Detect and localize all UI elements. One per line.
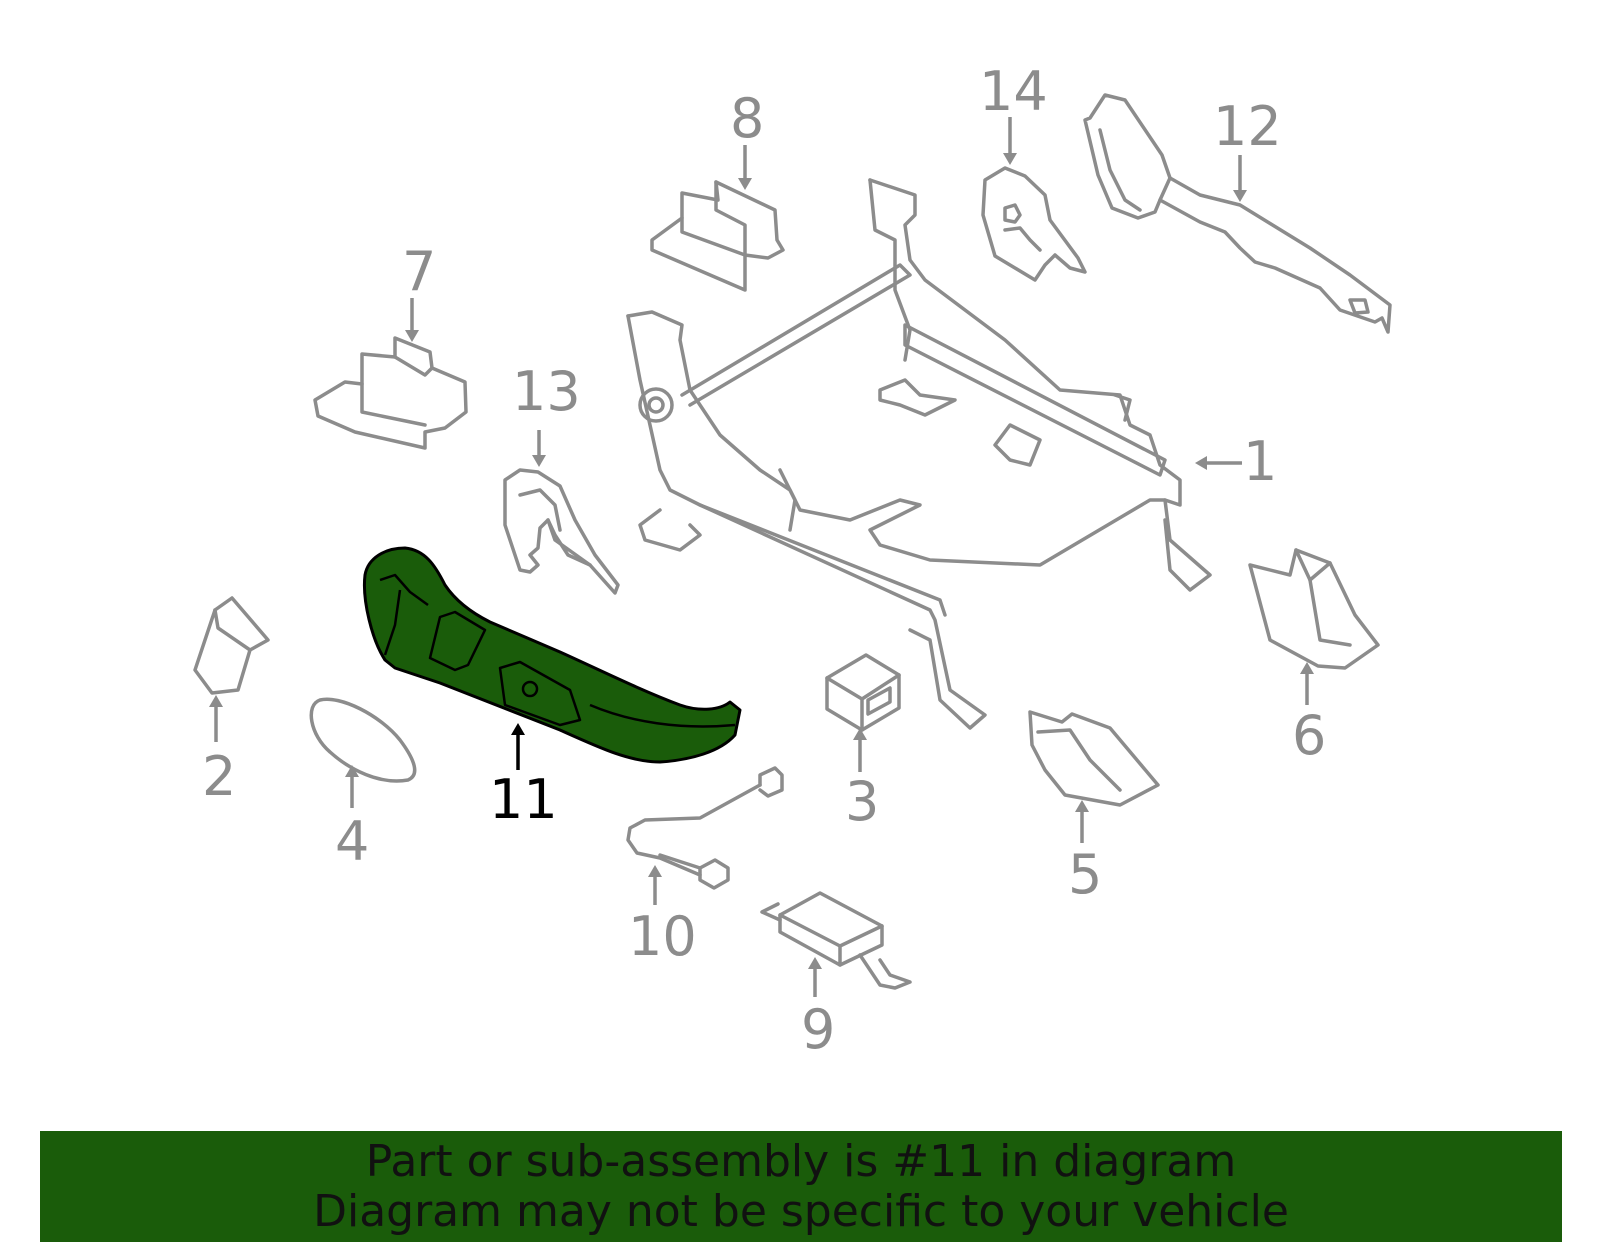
callout-arrows xyxy=(209,117,1314,997)
part-14 xyxy=(981,166,1087,282)
label-13: 13 xyxy=(512,360,581,423)
label-5: 5 xyxy=(1068,843,1102,906)
part-11-highlighted[interactable] xyxy=(362,546,742,764)
part-2 xyxy=(193,596,270,695)
label-9: 9 xyxy=(801,998,835,1061)
banner-line-1: Part or sub-assembly is #11 in diagram xyxy=(365,1135,1237,1187)
label-7: 7 xyxy=(402,240,436,303)
banner-line-2: Diagram may not be specific to your vehi… xyxy=(313,1185,1289,1237)
part-7 xyxy=(313,336,468,450)
label-14: 14 xyxy=(979,60,1048,123)
label-10: 10 xyxy=(628,905,697,968)
part-1-seat-frame xyxy=(626,178,1212,730)
label-6: 6 xyxy=(1292,704,1326,767)
part-8 xyxy=(650,180,785,292)
part-13 xyxy=(503,468,620,595)
part-6 xyxy=(1248,548,1380,670)
label-1: 1 xyxy=(1243,430,1277,493)
label-2: 2 xyxy=(202,745,236,808)
label-12: 12 xyxy=(1213,95,1282,158)
label-3: 3 xyxy=(845,770,879,833)
part-12 xyxy=(1083,93,1392,334)
label-4: 4 xyxy=(335,810,369,873)
label-8: 8 xyxy=(730,87,764,150)
part-9 xyxy=(760,891,912,990)
part-3 xyxy=(825,653,901,732)
info-banner: Part or sub-assembly is #11 in diagram D… xyxy=(40,1131,1562,1242)
part-5 xyxy=(1028,710,1160,807)
part-4 xyxy=(309,697,417,783)
callout-labels: 1 2 3 4 5 6 7 8 9 10 11 12 13 14 xyxy=(202,60,1326,1061)
part-10 xyxy=(626,766,784,890)
label-11: 11 xyxy=(489,768,558,831)
